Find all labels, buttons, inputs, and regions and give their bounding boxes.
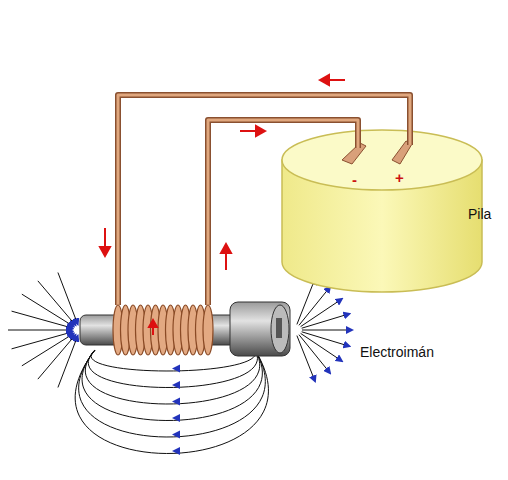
part-label: Electroimán xyxy=(360,345,434,359)
field-arrow xyxy=(172,398,180,406)
field-arrow xyxy=(172,365,180,373)
field-line xyxy=(85,350,259,404)
coil-turn xyxy=(203,305,213,355)
field-line xyxy=(297,279,315,325)
field-line xyxy=(88,350,257,388)
field-line xyxy=(297,336,315,382)
field-line xyxy=(8,330,72,331)
field-arrow xyxy=(172,381,180,389)
iron-core xyxy=(80,302,290,356)
field-line xyxy=(79,350,266,437)
field-line xyxy=(302,314,350,328)
field-line xyxy=(301,333,342,361)
field-line xyxy=(22,294,74,326)
field-line xyxy=(299,287,330,325)
field-arrow xyxy=(172,447,180,455)
terminal-sign: - xyxy=(352,172,357,187)
field-line xyxy=(58,273,78,325)
terminal-sign: + xyxy=(395,170,404,185)
field-line xyxy=(38,335,76,379)
coil xyxy=(113,305,213,355)
field-line xyxy=(75,350,268,454)
battery xyxy=(282,130,482,292)
field-arrow xyxy=(172,431,180,439)
field-arrow xyxy=(172,414,180,422)
wires xyxy=(118,95,410,305)
current-arrows xyxy=(100,75,345,335)
field-line xyxy=(302,330,352,331)
battery-label: Pila xyxy=(468,207,491,221)
field-line xyxy=(12,332,73,349)
field-line xyxy=(82,350,262,421)
